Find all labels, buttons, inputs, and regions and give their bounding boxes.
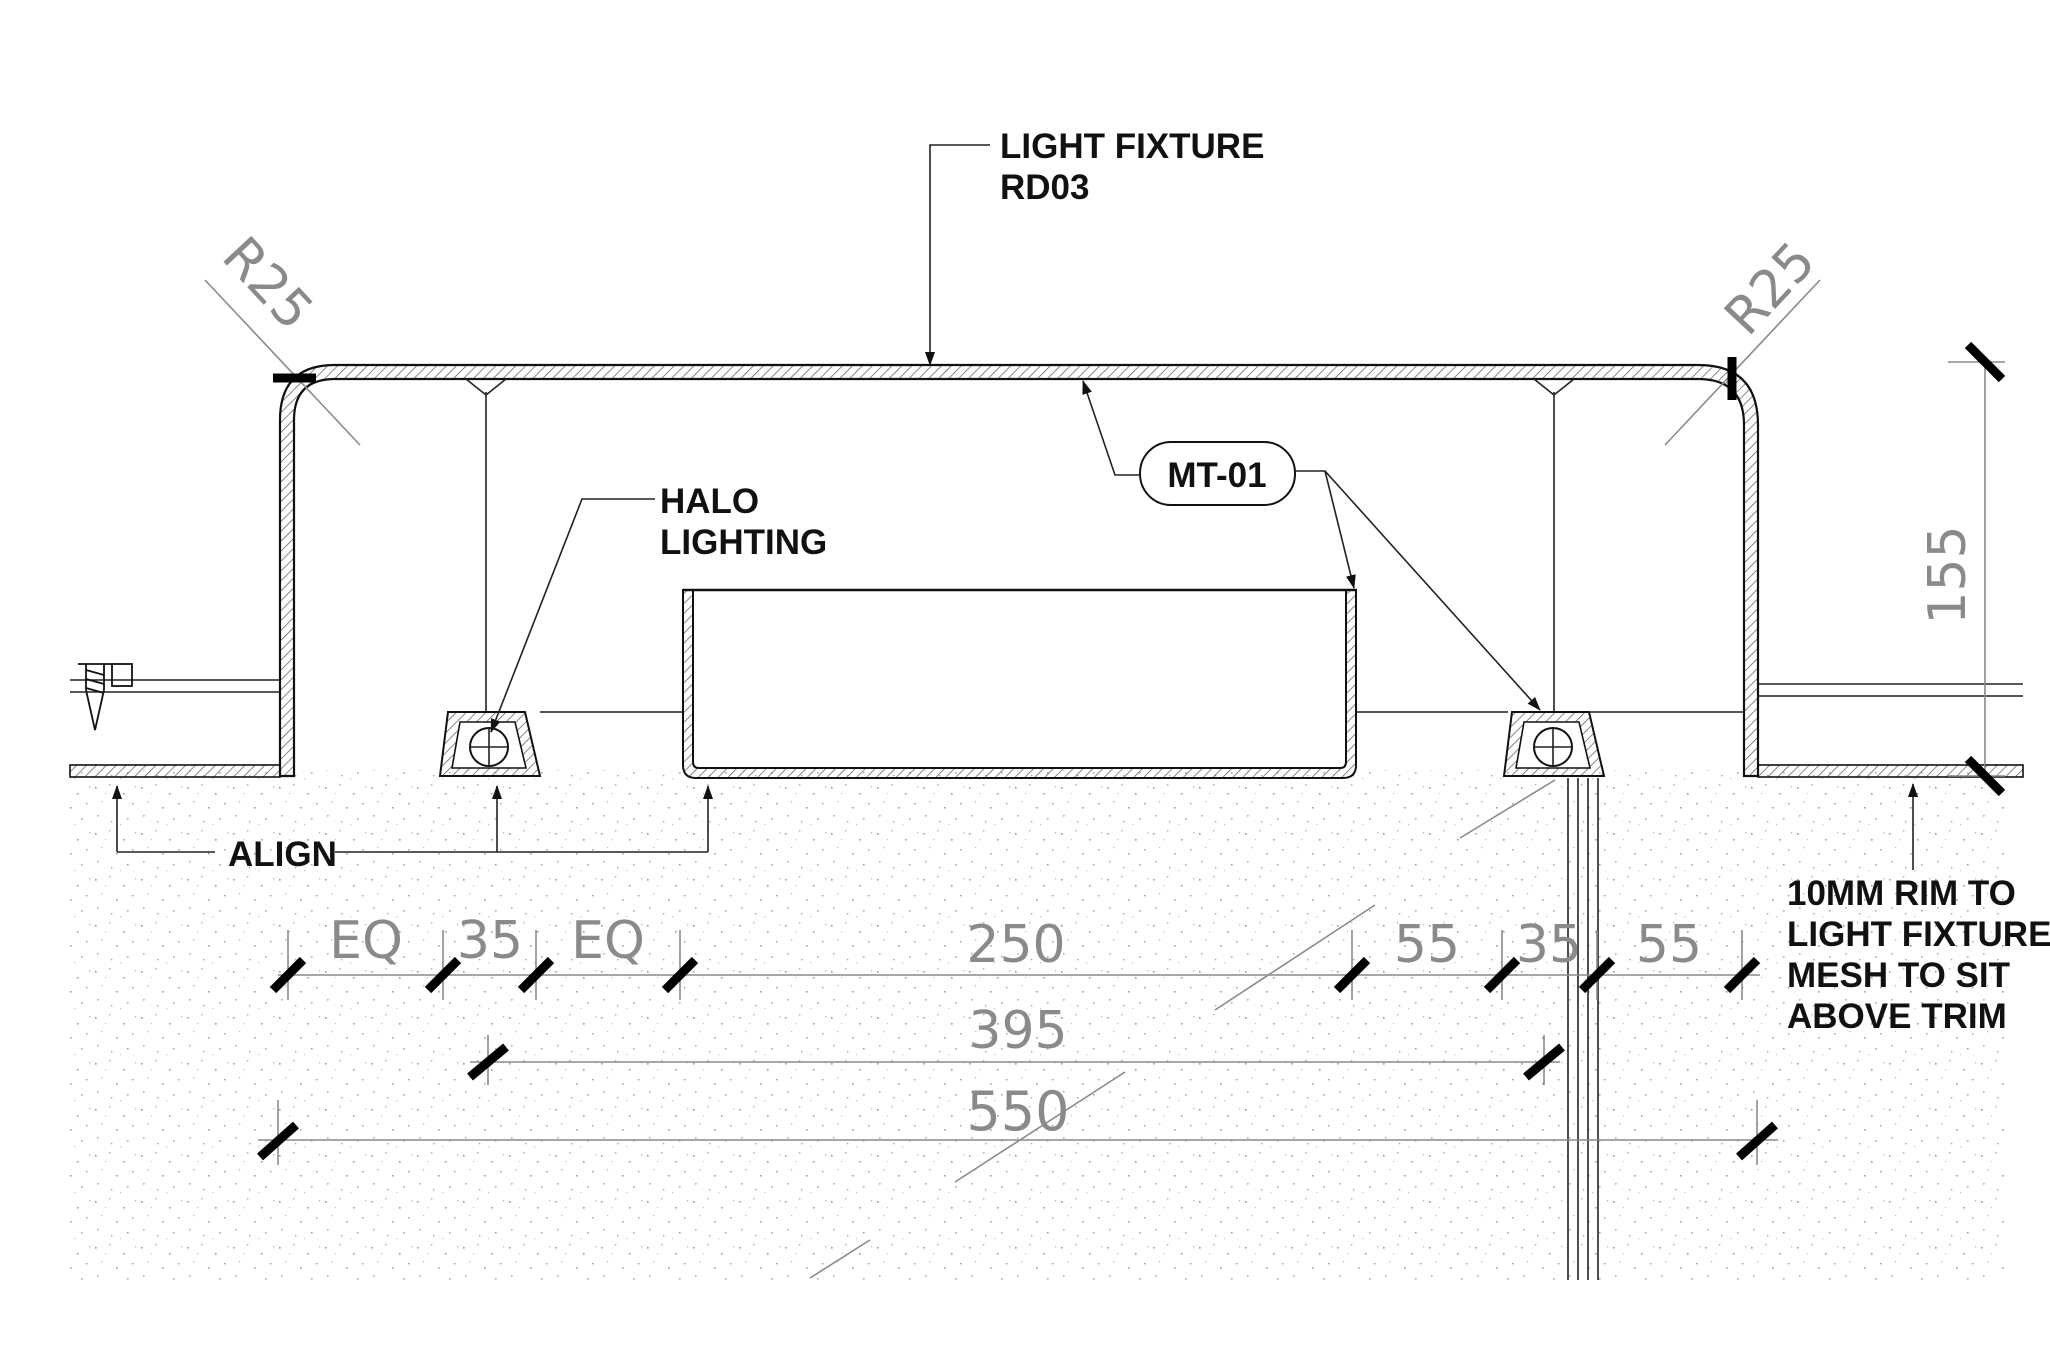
concrete-substrate: [70, 770, 2005, 1280]
halo-label-line2: LIGHTING: [660, 523, 827, 562]
rim-note-line2: LIGHT FIXTURE,: [1787, 915, 2050, 954]
fixture-hangers: [465, 378, 1575, 712]
align-label: ALIGN: [228, 835, 337, 874]
radius-label-left: R25: [210, 226, 324, 342]
screw-icon: [78, 663, 133, 731]
halo-label-line1: HALO: [660, 482, 759, 521]
light-fixture-body: [278, 363, 1760, 778]
light-fixture-callout: LIGHT FIXTURE RD03: [925, 127, 1264, 366]
dimension-row-3: 550: [257, 1080, 1778, 1165]
conduit: [1567, 778, 1599, 1280]
rim-note-callout: 10MM RIM TO LIGHT FIXTURE, MESH TO SIT A…: [1787, 783, 2050, 1036]
rim-note-line4: ABOVE TRIM: [1787, 997, 2007, 1036]
light-fixture-label-line1: LIGHT FIXTURE: [1000, 127, 1264, 166]
material-tag-callout: MT-01: [1082, 380, 1541, 711]
dim-row2-395: 395: [968, 1001, 1067, 1061]
mesh-lines: [70, 679, 2023, 697]
dim-row1-35-right: 35: [1516, 915, 1582, 975]
halo-lighting-callout: HALO LIGHTING: [490, 482, 827, 733]
ceiling-trim-left: [69, 764, 281, 778]
concrete-section-marks: [809, 779, 1556, 1279]
material-tag-bubble: [1139, 441, 1296, 506]
diffuser-box: [682, 589, 1357, 779]
dim-row1-eq-left: EQ: [329, 911, 403, 971]
dim-row1-eq-right: EQ: [571, 911, 645, 971]
halo-light-left: [438, 711, 542, 777]
rim-note-line1: 10MM RIM TO: [1787, 874, 2016, 913]
dim-row1-250: 250: [966, 915, 1065, 975]
halo-light-right: [1502, 711, 1606, 777]
dim-row1-55-right: 55: [1636, 915, 1702, 975]
height-dimension: 155: [1918, 341, 2006, 797]
light-fixture-label-line2: RD03: [1000, 168, 1089, 207]
rim-note-line3: MESH TO SIT: [1787, 956, 2010, 995]
dimension-row-2: 395: [467, 1001, 1565, 1085]
dimension-row-1: EQ 35 EQ 250 55 35 55: [269, 911, 1761, 1000]
radius-label-right: R25: [1714, 231, 1828, 347]
dim-row1-35-left: 35: [457, 911, 523, 971]
align-callout: ALIGN: [112, 785, 713, 874]
dim-row3-550: 550: [966, 1080, 1069, 1143]
height-dimension-label: 155: [1918, 525, 1978, 624]
material-tag-label: MT-01: [1167, 456, 1266, 495]
dim-row1-55-left: 55: [1394, 915, 1460, 975]
